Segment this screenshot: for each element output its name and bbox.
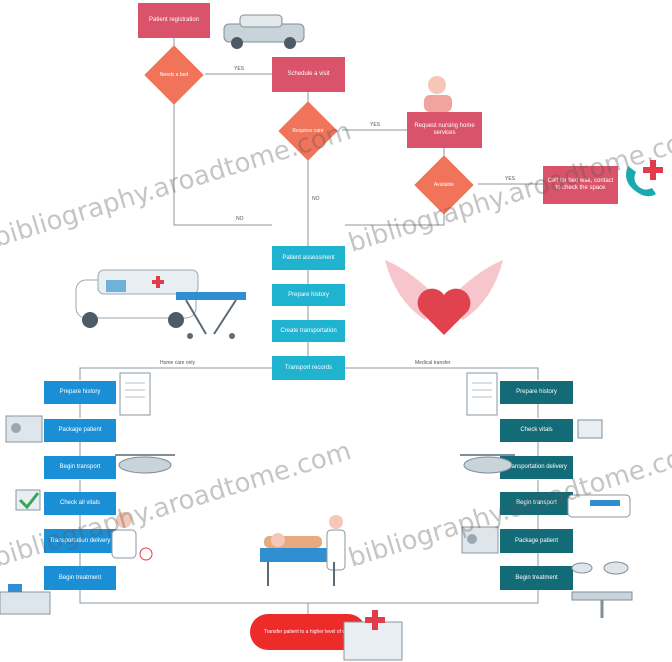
- nurse-icon: [111, 512, 153, 561]
- center-step-2: Prepare history: [272, 284, 345, 306]
- id-card-icon-left: [5, 415, 43, 443]
- request-nursing-box: Request nursing home services: [407, 112, 482, 148]
- decision-needs-bed-label: Needs a bed: [159, 72, 189, 78]
- left-step-2: Package patient: [44, 419, 116, 442]
- helicopter-icon-left: [115, 454, 175, 474]
- decision-requires-care-label: Requires care: [292, 128, 324, 134]
- call-bed-wait-box: Call for bed wait, contact to check the …: [543, 166, 618, 204]
- medical-equipment-icon: [0, 584, 51, 615]
- no-label-1: NO: [236, 216, 244, 222]
- right-step-2: Check vitals: [500, 419, 573, 442]
- left-step-4: Check all vitals: [44, 492, 116, 515]
- right-step-5: Package patient: [500, 529, 573, 553]
- branch-label-right: Medical transfer: [415, 360, 451, 366]
- right-step-3: Transportation delivery: [500, 456, 573, 479]
- center-step-1: Patient assessment: [272, 246, 345, 270]
- left-step-3: Begin transport: [44, 456, 116, 479]
- id-card-icon-right: [461, 526, 499, 554]
- car-icon: [223, 14, 305, 49]
- right-step-4: Begin transport: [500, 492, 573, 515]
- yes-label-2: YES: [370, 122, 381, 128]
- left-step-5: Transportation delivery: [44, 529, 116, 553]
- decision-available-label: Available: [433, 182, 455, 188]
- phone-cross-icon: [626, 160, 663, 197]
- schedule-visit-box: Schedule a visit: [272, 57, 345, 92]
- helicopter-icon-right: [460, 454, 515, 474]
- monitor-icon: [577, 419, 603, 439]
- right-step-1: Prepare history: [500, 381, 573, 404]
- center-step-4: Transport records: [272, 356, 345, 380]
- ambulance-icon: [75, 269, 246, 339]
- center-step-3: Create transportation: [272, 320, 345, 342]
- winged-heart-icon: [385, 260, 503, 335]
- ambulance-small-icon: [567, 494, 631, 518]
- operating-table-icon: [571, 561, 633, 618]
- left-step-1: Prepare history: [44, 381, 116, 404]
- doctor-icon: [424, 76, 452, 112]
- clipboard-icon-left: [119, 372, 151, 416]
- check-mark-icon: [15, 489, 41, 511]
- hospital-building-icon: [343, 610, 403, 661]
- right-step-6: Begin treatment: [500, 566, 573, 590]
- left-step-6: Begin treatment: [44, 566, 116, 590]
- clipboard-icon-right: [466, 372, 498, 416]
- hospital-bed-icon: [260, 515, 346, 586]
- branch-label-left: Home care only: [160, 360, 196, 366]
- no-label-2: NO: [312, 196, 320, 202]
- start-box: Patient registration: [138, 3, 210, 38]
- yes-label-3: YES: [505, 176, 516, 182]
- yes-label-1: YES: [234, 66, 245, 72]
